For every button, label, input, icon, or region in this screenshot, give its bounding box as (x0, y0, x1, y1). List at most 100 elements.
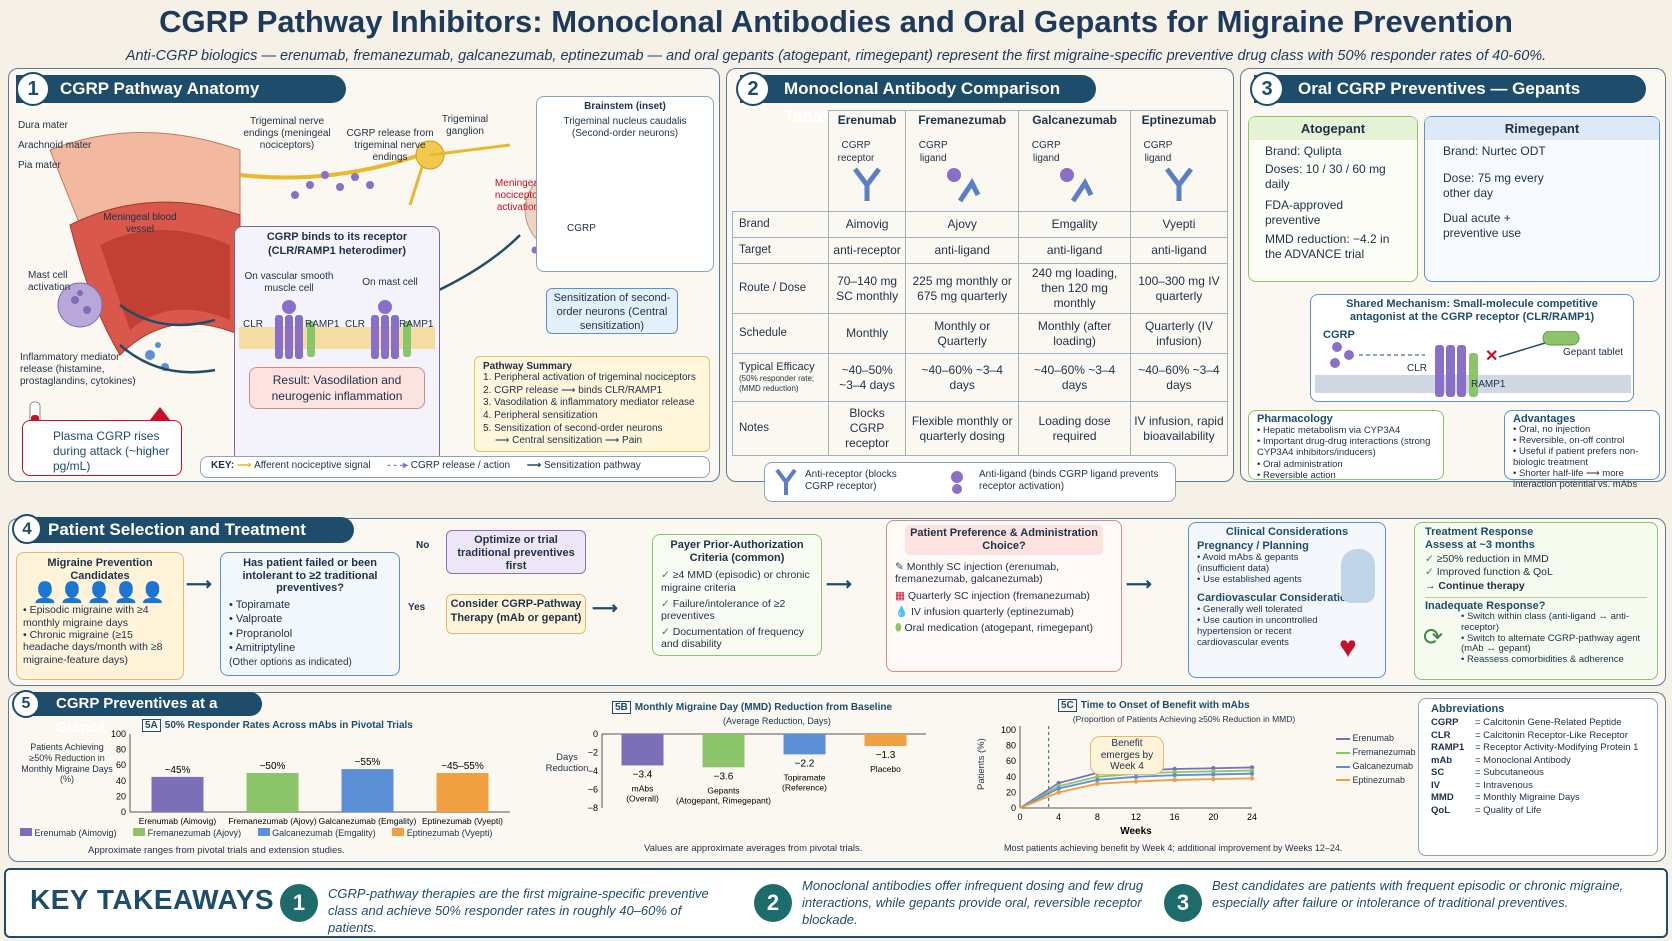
pill-icon: ⬮ (895, 621, 905, 634)
y-tick-label: 60 (116, 760, 126, 770)
advantage-item: Useful if patient prefers non-biologic t… (1513, 446, 1651, 469)
pregnancy-item: Avoid mAbs & gepants (insufficient data) (1197, 552, 1327, 574)
label-ramp1-2: RAMP1 (399, 319, 434, 330)
legend-line (1336, 737, 1350, 740)
series-point (1133, 779, 1139, 784)
preference-option: ⬮ Oral medication (atogepant, rimegepant… (895, 622, 1113, 634)
series-point (1095, 777, 1100, 783)
x-tick-label: mAbs (632, 783, 654, 793)
label-on-mast-cell: On mast cell (362, 277, 418, 288)
key-legend: KEY: ⟶ Afferent nociceptive signal - - -… (200, 456, 710, 478)
table-cell: Ajovy (905, 211, 1020, 238)
drug-target-tag: CGRP ligand (1031, 140, 1061, 164)
label-pia-mater: Pia mater (18, 160, 61, 171)
section-1-number: 1 (16, 72, 50, 106)
row-label: Target (732, 237, 829, 264)
x-tick-label: 8 (1095, 812, 1100, 822)
response-item-text: Continue therapy (1438, 579, 1525, 592)
preference-title: Patient Preference & Administration Choi… (905, 525, 1103, 556)
chart-5c-legend: Erenumab Fremanezumab Galcanezumab Eptin… (1336, 732, 1416, 788)
x-tick-label: Erenumab (Aimovig) (139, 816, 217, 826)
receptor-binding-box: CGRP binds to its receptor (CLR/RAMP1 he… (234, 226, 440, 462)
table-cell: anti-receptor (827, 237, 907, 264)
abbreviation-term: SC (1431, 767, 1445, 779)
chart-5c-title-text: Time to Onset of Benefit with mAbs (1080, 700, 1250, 711)
preference-box: Patient Preference & Administration Choi… (886, 520, 1122, 672)
antiligand-icon (1164, 167, 1193, 201)
clinical-title: Clinical Considerations (1225, 526, 1349, 538)
advantage-item: Oral, no injection (1513, 424, 1651, 436)
legend-entry: Galcanezumab (Emgality) (272, 828, 376, 838)
key-cgrp-release: CGRP release / action (410, 460, 511, 471)
pregnancy-icon (1341, 549, 1375, 603)
table-cell: anti-ligand (905, 237, 1020, 264)
series-point (1056, 780, 1061, 786)
drug-name: Eptinezumab (1141, 113, 1217, 127)
bar (151, 776, 204, 812)
chart-5b-note: Values are approximate averages from piv… (644, 843, 863, 854)
section-1-header: CGRP Pathway Anatomy (16, 75, 346, 103)
plasma-cgrp-text: Plasma CGRP rises during attack (~higher… (53, 429, 170, 473)
x-tick-label: 24 (1247, 812, 1257, 822)
y-tick-label: 40 (1006, 772, 1016, 782)
y-tick-label: 100 (1001, 725, 1016, 735)
central-sensitization-box: Sensitization of second-order neurons (C… (546, 288, 678, 334)
section-5-number: 5 (12, 690, 40, 718)
candidate-item: Chronic migraine (≥15 headache days/mont… (23, 629, 177, 666)
payer-criterion-text: Failure/intolerance of ≥2 preventives (661, 597, 786, 623)
chart-5c-subtitle: (Proportion of Patients Achieving ≥50% R… (1072, 714, 1296, 724)
section-4-header: Patient Selection and Treatment Algorith… (20, 517, 354, 565)
atogepant-card: Atogepant Brand: Qulipta Doses: 10 / 30 … (1248, 116, 1418, 282)
bar-value-label: −3.4 (633, 769, 653, 780)
abbreviation-def: = Intravenous (1475, 779, 1533, 791)
x-tick-label: (Atogepant, Rimegepant) (676, 795, 771, 805)
bar (783, 734, 826, 755)
pregnancy-title: Pregnancy / Planning (1197, 540, 1309, 552)
series-point (1211, 776, 1216, 782)
x-tick-label: Gepants (707, 785, 739, 795)
chart-5c-note: Most patients achieving benefit by Week … (1004, 843, 1343, 853)
series-point (1211, 772, 1216, 777)
y-tick-label: 60 (1006, 756, 1016, 766)
arrow-icon: ⟶ (826, 574, 852, 594)
heart-icon: ♥ (1339, 631, 1357, 664)
takeaway-number-2: 2 (754, 884, 792, 922)
check-icon: ✓ (661, 625, 673, 638)
calendar-icon: ▦ (895, 589, 908, 602)
abbreviations-box: Abbreviations CGRP= Calcitonin Gene-Rela… (1418, 698, 1658, 856)
result-box: Result: Vasodilation and neurogenic infl… (249, 367, 425, 409)
y-tick-label: 20 (1006, 787, 1016, 797)
label-trigeminal-ganglion: Trigeminal ganglion (441, 114, 489, 137)
preference-option-text: Oral medication (atogepant, rimegepant) (904, 621, 1094, 634)
label-ramp1-1: RAMP1 (305, 319, 340, 330)
series-point (1211, 769, 1216, 774)
atogepant-brand: Brand: Qulipta (1265, 144, 1342, 158)
payer-criterion: ✓ ≥4 MMD (episodic) or chronic migraine … (661, 569, 813, 594)
advantage-item: Reversible, on-off control (1513, 435, 1651, 447)
payer-criterion-text: ≥4 MMD (episodic) or chronic migraine cr… (661, 569, 810, 594)
table-cell: Monthly (827, 313, 907, 354)
rimegepant-brand: Brand: Nurtec ODT (1443, 144, 1546, 158)
antiligand-icon (1059, 168, 1093, 203)
abbreviation-def: = Monoclonal Antibody (1475, 754, 1571, 766)
preference-option: 💧 IV infusion quarterly (eptinezumab) (895, 606, 1113, 618)
row-label: Route / Dose (732, 263, 829, 314)
traditional-drug: Valproate (229, 612, 391, 626)
label-meningeal-activation: Meningeal nociceptor activation (494, 178, 542, 213)
table-row: Typical Efficacy(50% responder rate; (MM… (732, 353, 1229, 402)
label-meningeal-vessel: Meningeal blood vessel (103, 212, 177, 235)
label-dura-mater: Dura mater (18, 120, 69, 131)
response-item-text: ≥50% reduction in MMD (1436, 553, 1549, 566)
abbreviation-def: = Receptor Activity-Modifying Protein 1 (1475, 742, 1639, 754)
inadequate-item: Reassess comorbidities & adherence (1461, 654, 1647, 666)
brainstem-cgrp-label: CGRP (567, 223, 596, 234)
yes-label: Yes (408, 602, 426, 613)
takeaway-number-1: 1 (280, 884, 318, 922)
series-point (1172, 773, 1177, 778)
y-tick-label: 20 (116, 791, 126, 801)
x-tick-label: Topiramate (783, 772, 825, 782)
consider-box: Consider CGRP-Pathway Therapy (mAb or ge… (446, 594, 586, 634)
